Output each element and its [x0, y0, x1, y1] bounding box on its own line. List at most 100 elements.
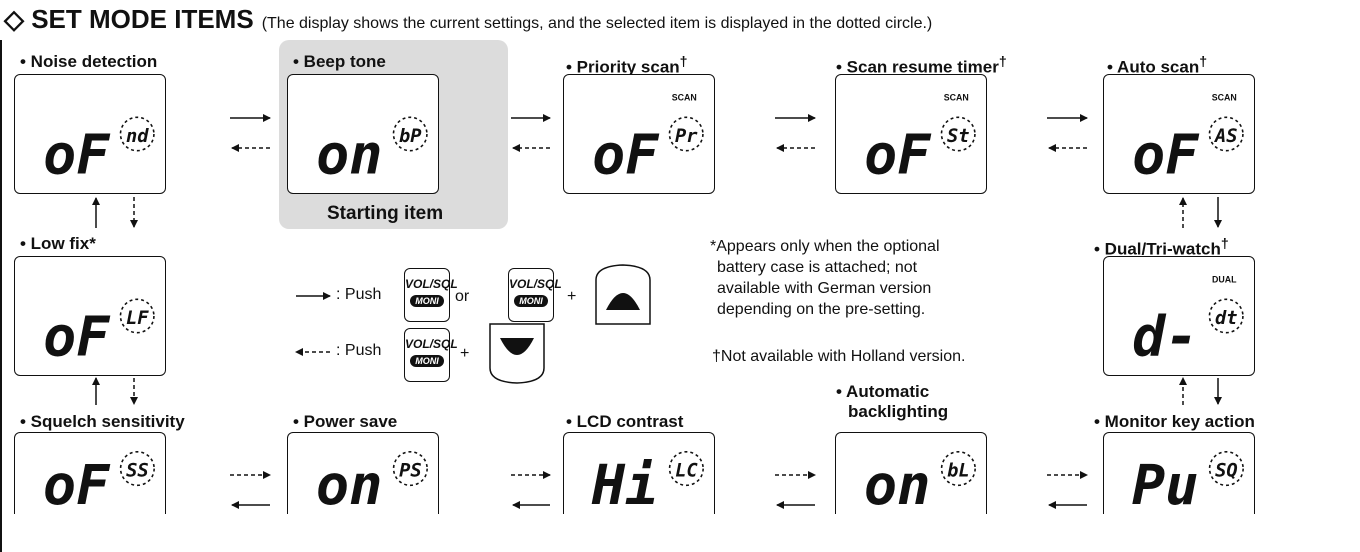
- lcd-indicator-text: DUAL: [1212, 275, 1237, 285]
- lcd-value-text: oF: [1132, 122, 1200, 186]
- label-monitor-key-action: • Monitor key action: [1094, 412, 1255, 431]
- lcd-value-text: oF: [43, 122, 111, 186]
- lcd-display: oF St SCAN: [864, 93, 976, 186]
- selected-item-dotted-circle: [119, 298, 155, 334]
- left-margin-rule: [0, 40, 2, 552]
- footnote-dagger: †Not available with Holland version.: [712, 348, 966, 365]
- selected-item-dotted-circle: [119, 116, 155, 152]
- lcd-item-code-text: bL: [947, 460, 970, 481]
- lcd-noise-detection: oF nd: [14, 74, 166, 194]
- selected-item-dotted-circle: [1208, 298, 1244, 334]
- lcd-value-text: oF: [43, 304, 111, 368]
- lcd-display: oF SS: [43, 451, 155, 514]
- selected-item-dotted-circle: [940, 116, 976, 152]
- lcd-display: Pu SQ: [1132, 451, 1244, 514]
- arrow-pair-squelch-power: [230, 471, 271, 509]
- lcd-item-code-text: Pr: [675, 126, 698, 147]
- lcd-display: oF AS SCAN: [1132, 93, 1244, 186]
- lcd-item-code-text: AS: [1213, 126, 1237, 147]
- selected-item-dotted-circle: [392, 451, 428, 487]
- selected-item-dotted-circle: [1208, 451, 1244, 487]
- lcd-value-text: Pu: [1132, 454, 1199, 514]
- lcd-display: oF LF: [43, 298, 155, 368]
- legend-or-text: or: [455, 288, 470, 305]
- selected-item-dotted-circle: [1208, 116, 1244, 152]
- lcd-power-save: on PS: [287, 432, 439, 514]
- lcd-display: d-dt DUAL: [1132, 275, 1244, 368]
- legend-plus-text-2: +: [460, 345, 470, 362]
- lcd-scan-resume-timer: oF St SCAN: [835, 74, 987, 194]
- lcd-value-text: on: [316, 454, 383, 514]
- label-noise-detection: • Noise detection: [20, 52, 158, 71]
- arrow-pair-2-3: [511, 114, 551, 152]
- lcd-value-text: oF: [592, 122, 660, 186]
- lcd-value-text: on: [864, 454, 931, 514]
- legend-backward-text: : Push: [336, 342, 382, 359]
- label-power-save: • Power save: [293, 412, 398, 431]
- lcd-indicator-text: SCAN: [1212, 93, 1237, 103]
- arrow-pair-lowfix-squelch: [92, 377, 138, 405]
- label-low-fix: • Low fix*: [20, 234, 96, 253]
- lcd-item-code-text: SS: [126, 460, 149, 481]
- lcd-squelch-sensitivity: oF SS: [14, 432, 166, 514]
- section-subtitle: (The display shows the current settings,…: [261, 15, 933, 32]
- down-key-icon: [489, 323, 545, 384]
- lcd-item-code-text: PS: [399, 460, 422, 481]
- selected-item-dotted-circle: [668, 451, 704, 487]
- vol-sql-moni-key-icon: VOL/SQL MONI: [404, 268, 458, 322]
- label-dual-tri-watch: • Dual/Tri-watch†: [1094, 236, 1229, 259]
- lcd-auto-scan: oF AS SCAN: [1103, 74, 1255, 194]
- arrow-pair-noise-lowfix: [92, 197, 138, 228]
- label-scan-resume-timer: • Scan resume timer†: [836, 54, 1007, 77]
- section-header: ◇ SET MODE ITEMS(The display shows the c…: [4, 4, 932, 35]
- lcd-item-code-text: bP: [399, 126, 422, 147]
- arrow-pair-3-4: [775, 114, 816, 152]
- arrow-pair-dual-monitor: [1179, 377, 1222, 405]
- selected-item-dotted-circle: [392, 116, 428, 152]
- footnote-asterisk: *Appears only when the optional battery …: [710, 238, 940, 318]
- label-squelch-sensitivity: • Squelch sensitivity: [20, 412, 185, 431]
- lcd-indicator-text: SCAN: [672, 93, 697, 103]
- arrow-pair-1-2: [230, 114, 271, 152]
- lcd-display: oF nd: [43, 116, 155, 186]
- lcd-item-code-text: SQ: [1215, 460, 1238, 481]
- selected-item-dotted-circle: [940, 451, 976, 487]
- lcd-value-text: d-: [1132, 304, 1198, 368]
- arrow-pair-4-5: [1047, 114, 1088, 152]
- selected-item-dotted-circle: [668, 116, 704, 152]
- vol-sql-moni-key-icon-2: VOL/SQL MONI: [508, 268, 562, 322]
- legend-forward-text: : Push: [336, 286, 382, 303]
- lcd-dual-tri-watch: d-dt DUAL: [1103, 256, 1255, 376]
- lcd-value-text: Hi: [591, 454, 659, 514]
- lcd-item-code-text: St: [947, 126, 969, 147]
- lcd-display: on PS: [316, 451, 428, 514]
- starting-item-label: Starting item: [327, 203, 444, 224]
- lcd-indicator-text: SCAN: [944, 93, 969, 103]
- lcd-value-text: on: [316, 122, 382, 186]
- lcd-low-fix: oF LF: [14, 256, 166, 376]
- legend-plus-text: +: [567, 288, 577, 305]
- label-lcd-contrast: • LCD contrast: [566, 412, 684, 431]
- lcd-item-code-text: LF: [126, 308, 149, 329]
- lcd-value-text: oF: [43, 454, 111, 514]
- arrow-pair-power-contrast: [511, 471, 551, 509]
- selected-item-dotted-circle: [119, 451, 155, 487]
- arrow-pair-backlight-monitor: [1047, 471, 1088, 509]
- up-key-icon: [595, 264, 651, 325]
- arrow-pair-autoscan-dual: [1179, 197, 1222, 228]
- lcd-priority-scan: oF Pr SCAN: [563, 74, 715, 194]
- lcd-monitor-key-action: Pu SQ: [1103, 432, 1255, 514]
- arrow-pair-contrast-backlight: [775, 471, 816, 509]
- vol-sql-moni-key-icon-3: VOL/SQL MONI: [404, 328, 458, 382]
- lcd-value-text: oF: [864, 122, 932, 186]
- lcd-item-code-text: dt: [1215, 308, 1237, 329]
- lcd-item-code-text: nd: [126, 126, 149, 147]
- label-beep-tone: • Beep tone: [293, 52, 386, 71]
